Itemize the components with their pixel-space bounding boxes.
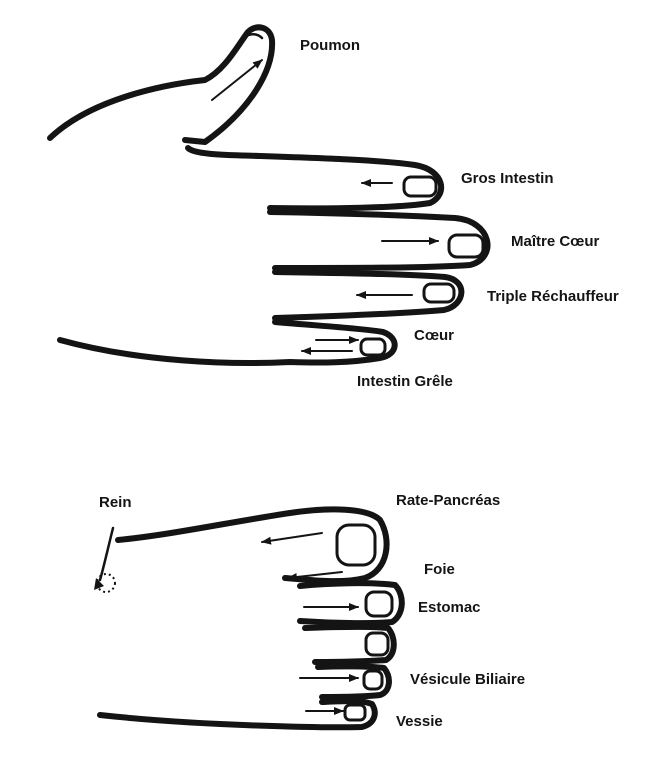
- second-toe-nail: [364, 590, 394, 618]
- thumb-nail: [238, 33, 264, 44]
- rate-pancreas-arrow: [261, 532, 323, 545]
- label-rein: Rein: [99, 494, 132, 511]
- label-foie: Foie: [424, 561, 455, 578]
- index-finger-nail: [402, 175, 438, 198]
- hand-drawing: [47, 24, 491, 366]
- label-estomac: Estomac: [418, 599, 481, 616]
- label-vesicule-biliaire: Vésicule Biliaire: [410, 671, 525, 688]
- label-gros-intestin: Gros Intestin: [461, 170, 554, 187]
- ring-finger-nail: [422, 282, 456, 304]
- rein-guide-line: [98, 526, 115, 582]
- little-finger-outline: [57, 319, 398, 366]
- little-toe-nail: [343, 703, 367, 722]
- rein-point-marker: [96, 573, 116, 593]
- label-maitre-coeur: Maître Cœur: [511, 233, 600, 250]
- fourth-toe-outline: [315, 663, 392, 700]
- label-triple-rechauffeur: Triple Réchauffeur: [487, 288, 619, 305]
- middle-finger-outline: [267, 209, 491, 271]
- second-toe-outline: [297, 580, 405, 627]
- label-coeur: Cœur: [414, 327, 454, 344]
- label-vessie: Vessie: [396, 713, 443, 730]
- foot-drawing: [94, 506, 405, 731]
- hand-labels: Poumon Gros Intestin Maître Cœur Triple …: [300, 37, 619, 390]
- ring-finger-outline: [272, 269, 465, 321]
- rein-arrowhead: [94, 578, 104, 590]
- label-intestin-grele: Intestin Grêle: [357, 373, 453, 390]
- hand-thumb-outline: [47, 24, 276, 145]
- little-finger-nail: [359, 337, 387, 357]
- foie-arrow: [287, 571, 343, 581]
- big-toe-nail: [335, 523, 377, 567]
- middle-finger-nail: [447, 233, 485, 259]
- poumon-arrow: [211, 59, 263, 101]
- fourth-toe-nail: [362, 669, 384, 691]
- third-toe-outline: [302, 623, 397, 665]
- label-rate-pancreas: Rate-Pancréas: [396, 492, 500, 509]
- third-toe-nail: [364, 631, 390, 657]
- label-poumon: Poumon: [300, 37, 360, 54]
- little-toe-outline: [97, 698, 378, 731]
- index-finger-outline: [185, 145, 445, 212]
- foot-labels: Rein Rate-Pancréas Foie Estomac Vésicule…: [99, 492, 525, 730]
